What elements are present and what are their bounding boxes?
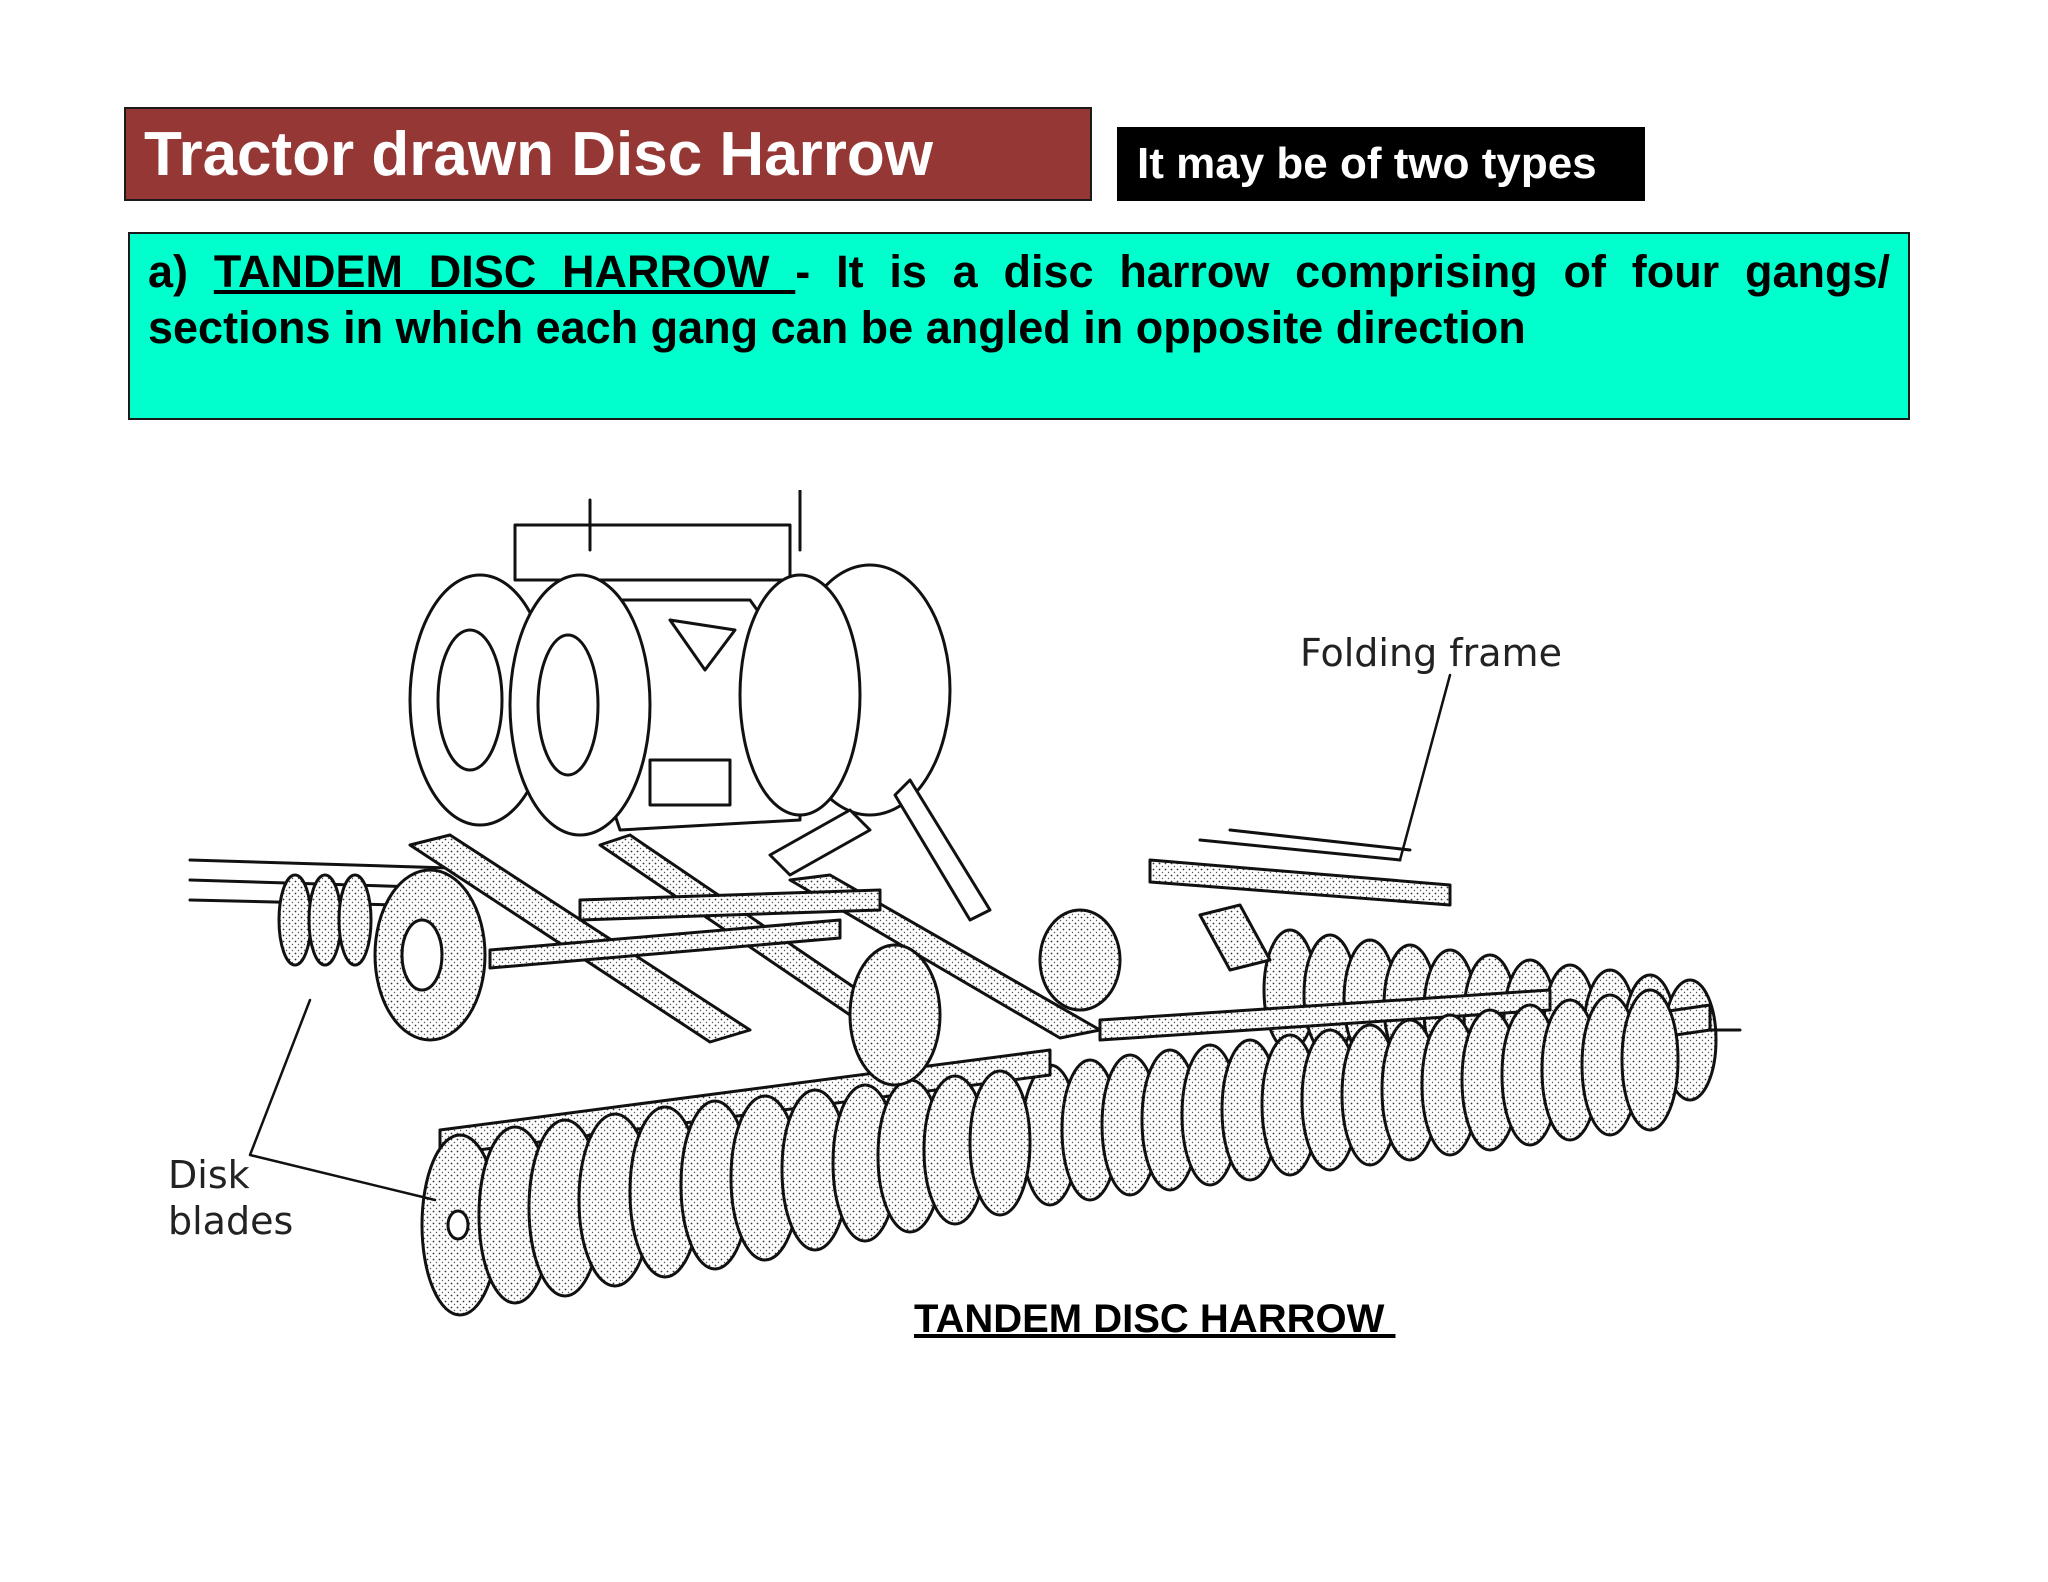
subtitle-box: It may be of two types	[1117, 127, 1645, 201]
figure-caption: TANDEM DISC HARROW	[914, 1297, 1396, 1341]
blades-label: blades	[168, 1199, 294, 1243]
definition-box: a) TANDEM DISC HARROW - It is a disc har…	[128, 232, 1910, 420]
tandem-disc-harrow-illustration	[188, 490, 1742, 1317]
definition-text: - It is a disc harrow comprising of four…	[148, 246, 1890, 353]
definition-prefix: a)	[148, 246, 214, 297]
disk-label: Disk	[168, 1153, 250, 1197]
folding-frame-label: Folding frame	[1300, 631, 1562, 675]
slide-title: Tractor drawn Disc Harrow	[124, 107, 1092, 201]
definition-term: TANDEM DISC HARROW	[213, 246, 796, 297]
